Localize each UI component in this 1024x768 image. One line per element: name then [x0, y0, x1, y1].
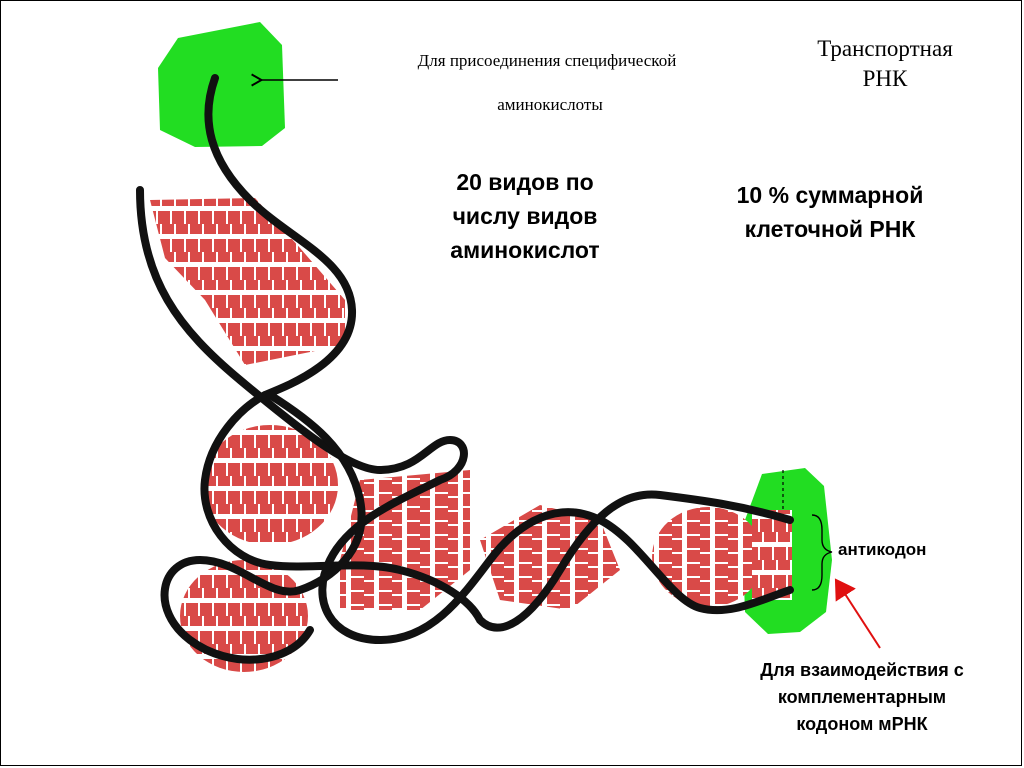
- d-arm-loop: [202, 425, 338, 545]
- title-line-1: Транспортная: [817, 36, 953, 61]
- attachment-label-line2: аминокислоты: [497, 95, 603, 114]
- share-label: 10 % суммарной клеточной РНК: [700, 178, 960, 246]
- anticodon-loop-pairs: [652, 507, 764, 607]
- interaction-arrow: [834, 578, 881, 649]
- interaction-label: Для взаимодействия с комплементарным код…: [712, 657, 1012, 738]
- interaction-line-3: кодоном мРНК: [796, 714, 928, 734]
- kinds-label: 20 видов по числу видов аминокислот: [395, 165, 655, 267]
- kinds-line-2: числу видов: [452, 203, 598, 229]
- anticodon-label: антикодон: [838, 540, 927, 559]
- anticodon-bases: [752, 510, 792, 600]
- rna-backbone: [136, 74, 794, 664]
- interaction-line-2: комплементарным: [777, 687, 947, 707]
- anticodon-brace: [811, 514, 833, 591]
- share-line-2: клеточной РНК: [744, 216, 916, 242]
- title-line-2: РНК: [862, 66, 908, 91]
- attachment-label: Для присоединения специфической: [417, 51, 677, 70]
- amino-acid-site: [158, 22, 285, 147]
- acceptor-stem-pairs: [150, 198, 345, 365]
- interaction-line-1: Для взаимодействия с: [760, 660, 964, 680]
- kinds-line-3: аминокислот: [450, 237, 600, 263]
- central-pairs: [340, 470, 470, 610]
- share-line-1: 10 % суммарной: [736, 182, 924, 208]
- page-title: Транспортная РНК: [770, 34, 1000, 94]
- kinds-line-1: 20 видов по: [456, 169, 594, 195]
